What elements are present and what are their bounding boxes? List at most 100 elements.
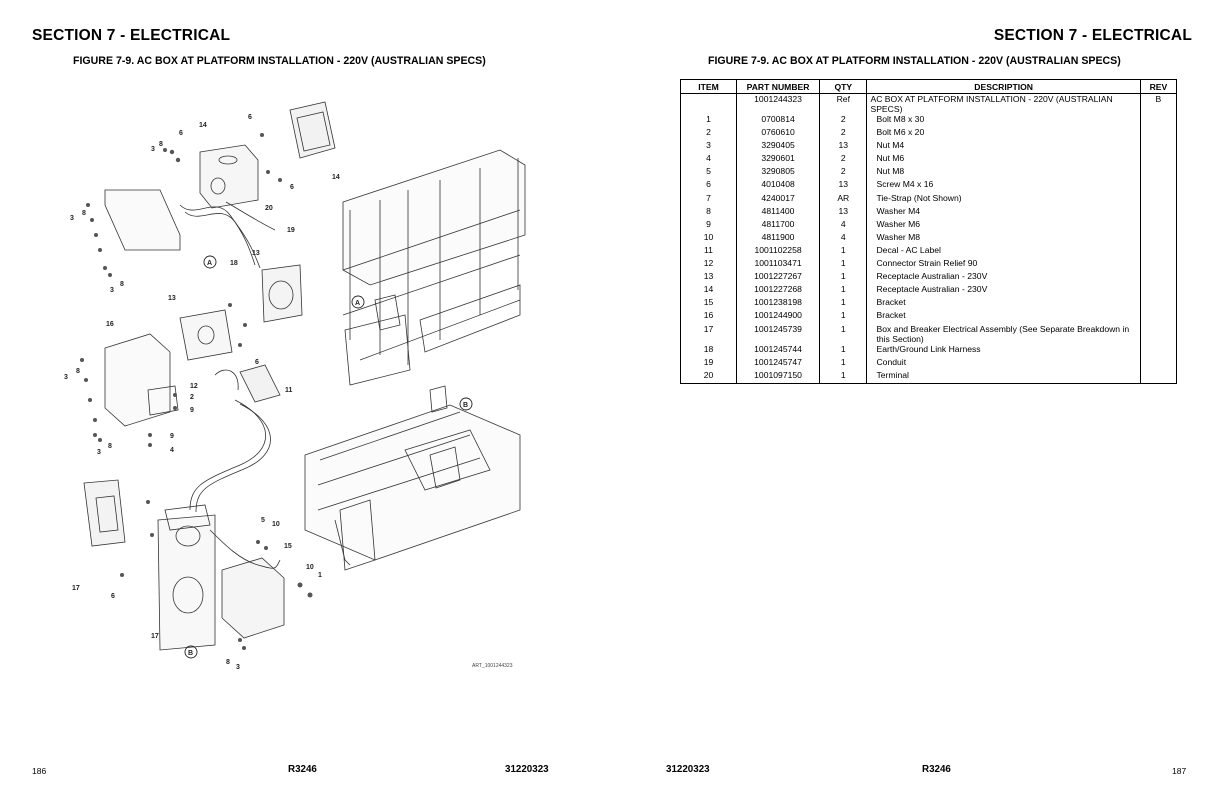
callout-label: 19 <box>287 227 295 234</box>
callout-label: 3 <box>151 146 155 153</box>
cell-rev <box>1139 369 1178 384</box>
view-label-b: B <box>463 402 468 409</box>
cell-description: Receptacle Australian - 230V <box>866 271 1141 285</box>
cell-description: Receptacle Australian - 230V <box>866 284 1141 298</box>
cell-part-number: 1001102258 <box>735 244 821 259</box>
callout-label: 20 <box>265 205 273 212</box>
cell-item: 6 <box>680 179 737 193</box>
cell-item: 14 <box>680 284 737 298</box>
left-page: SECTION 7 - ELECTRICAL FIGURE 7-9. AC BO… <box>32 27 549 776</box>
cell-description: Bolt M6 x 20 <box>866 127 1141 141</box>
cell-item: 1 <box>680 114 737 128</box>
callout-label: 3 <box>97 449 101 456</box>
cell-rev <box>1139 323 1178 344</box>
callout-label: 4 <box>170 447 174 454</box>
cell-qty: 1 <box>819 369 868 384</box>
callout-label: 8 <box>82 210 86 217</box>
view-label-a: A <box>355 300 360 307</box>
callout-label: 6 <box>255 359 259 366</box>
cell-qty: 1 <box>819 284 868 298</box>
cell-qty: 13 <box>819 205 868 219</box>
cell-rev <box>1139 284 1178 298</box>
callout-label: 16 <box>106 321 114 328</box>
cell-rev <box>1139 205 1178 219</box>
cell-part-number: 4811900 <box>735 231 821 245</box>
view-label-b: B <box>188 650 193 657</box>
cell-part-number: 1001244900 <box>735 310 821 324</box>
cell-qty: 4 <box>819 231 868 245</box>
cell-part-number: 3290601 <box>735 153 821 167</box>
cell-description: Terminal <box>866 369 1141 384</box>
callout-label: 10 <box>272 521 280 528</box>
cell-rev <box>1139 343 1178 357</box>
page-number: 187 <box>1172 766 1187 776</box>
callout-label: 14 <box>199 122 207 129</box>
callout-label: 8 <box>159 141 163 148</box>
cell-item: 20 <box>680 369 737 384</box>
callout-label: 13 <box>168 295 176 302</box>
cell-rev <box>1139 297 1178 311</box>
cell-item: 5 <box>680 166 737 180</box>
callout-label: 17 <box>151 633 159 640</box>
footer-model: R3246 <box>922 764 951 775</box>
cell-qty: 1 <box>819 356 868 370</box>
footer-doc-number: 31220323 <box>505 764 549 775</box>
cell-description: Bracket <box>866 297 1141 311</box>
callout-label: 15 <box>284 543 292 550</box>
cell-rev <box>1139 166 1178 180</box>
cell-description: Decal - AC Label <box>866 244 1141 259</box>
cell-rev <box>1139 244 1178 259</box>
callout-label: 1 <box>318 572 322 579</box>
callout-label: 8 <box>76 368 80 375</box>
cell-qty: AR <box>819 192 868 206</box>
cell-description: Washer M8 <box>866 231 1141 245</box>
cell-description: Earth/Ground Link Harness <box>866 343 1141 357</box>
cell-qty: 1 <box>819 343 868 357</box>
cell-rev <box>1139 271 1178 285</box>
cell-qty: 2 <box>819 114 868 128</box>
callout-label: 10 <box>306 564 314 571</box>
cell-part-number: 4010408 <box>735 179 821 193</box>
cell-description: Washer M6 <box>866 218 1141 232</box>
cell-part-number: 1001238198 <box>735 297 821 311</box>
cell-part-number: 3290405 <box>735 140 821 154</box>
callout-label: 13 <box>252 250 260 257</box>
cell-item: 2 <box>680 127 737 141</box>
cell-item: 12 <box>680 258 737 272</box>
cell-qty: 2 <box>819 127 868 141</box>
cell-part-number: 3290805 <box>735 166 821 180</box>
cell-qty: 1 <box>819 310 868 324</box>
column-header-part-number: PART NUMBER <box>735 79 821 94</box>
cell-description: Screw M4 x 16 <box>866 179 1141 193</box>
cell-description: Bolt M8 x 30 <box>866 114 1141 128</box>
figure-title: FIGURE 7-9. AC BOX AT PLATFORM INSTALLAT… <box>73 55 486 67</box>
cell-qty: 2 <box>819 153 868 167</box>
callout-label: 6 <box>179 130 183 137</box>
cell-part-number: 1001245744 <box>735 343 821 357</box>
callout-label: 6 <box>248 114 252 121</box>
cell-rev <box>1139 192 1178 206</box>
cell-rev <box>1139 218 1178 232</box>
footer-model: R3246 <box>288 764 317 775</box>
cell-qty: 1 <box>819 323 868 344</box>
cell-qty: 1 <box>819 244 868 259</box>
cell-item: 10 <box>680 231 737 245</box>
cell-description: Box and Breaker Electrical Assembly (See… <box>866 323 1141 344</box>
callout-label: 18 <box>230 260 238 267</box>
callout-label: 8 <box>120 281 124 288</box>
cell-item <box>680 93 737 114</box>
cell-item: 4 <box>680 153 737 167</box>
cell-qty: 13 <box>819 140 868 154</box>
right-page: SECTION 7 - ELECTRICAL FIGURE 7-9. AC BO… <box>612 0 1224 792</box>
callout-label: 8 <box>226 659 230 666</box>
cell-description: Tie-Strap (Not Shown) <box>866 192 1141 206</box>
